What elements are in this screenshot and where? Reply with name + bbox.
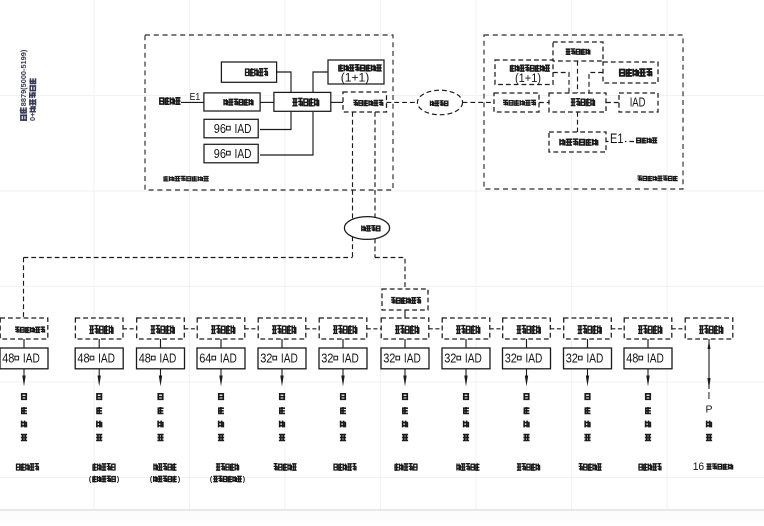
svg-text:8879(5000-5199): 8879(5000-5199) (19, 49, 28, 106)
svg-text:P: P (705, 404, 712, 416)
svg-text:32: 32 (321, 351, 333, 366)
svg-text:48: 48 (77, 351, 89, 366)
svg-text:(: ( (210, 476, 213, 483)
svg-text:16: 16 (693, 461, 705, 473)
svg-text:IAD: IAD (98, 351, 115, 366)
svg-text:IAD: IAD (404, 351, 421, 366)
svg-text:48: 48 (626, 351, 638, 366)
svg-text:I: I (708, 390, 711, 402)
svg-text:E1: E1 (190, 92, 201, 103)
svg-text:0+: 0+ (28, 112, 37, 121)
svg-text:(1+1): (1+1) (515, 73, 541, 85)
svg-text:): ) (243, 476, 245, 483)
svg-text:32: 32 (505, 351, 517, 366)
svg-text:IAD: IAD (235, 146, 252, 161)
svg-text:(1+1): (1+1) (341, 73, 370, 85)
svg-text:IAD: IAD (220, 351, 237, 366)
svg-text:32: 32 (260, 351, 272, 366)
svg-text:32: 32 (444, 351, 456, 366)
svg-text:IAD: IAD (525, 351, 542, 366)
svg-text:): ) (117, 476, 119, 483)
svg-text:(: ( (150, 476, 153, 483)
svg-text:IAD: IAD (630, 95, 646, 110)
svg-text:96: 96 (214, 121, 226, 136)
svg-text:E1: E1 (610, 130, 624, 146)
svg-text:(: ( (89, 476, 92, 483)
svg-text:IAD: IAD (465, 351, 482, 366)
svg-text:48: 48 (139, 351, 151, 366)
svg-text:): ) (178, 476, 180, 483)
svg-text:IAD: IAD (647, 351, 664, 366)
svg-text:32: 32 (383, 351, 395, 366)
svg-text:96: 96 (214, 146, 226, 161)
svg-text:64: 64 (199, 351, 211, 366)
svg-text:IAD: IAD (586, 351, 603, 366)
svg-text:IAD: IAD (159, 351, 176, 366)
svg-text:48: 48 (2, 351, 14, 366)
svg-text:32: 32 (566, 351, 578, 366)
svg-text:IAD: IAD (281, 351, 298, 366)
svg-text:IAD: IAD (235, 121, 252, 136)
svg-text:IAD: IAD (23, 351, 40, 366)
svg-text:IAD: IAD (342, 351, 359, 366)
